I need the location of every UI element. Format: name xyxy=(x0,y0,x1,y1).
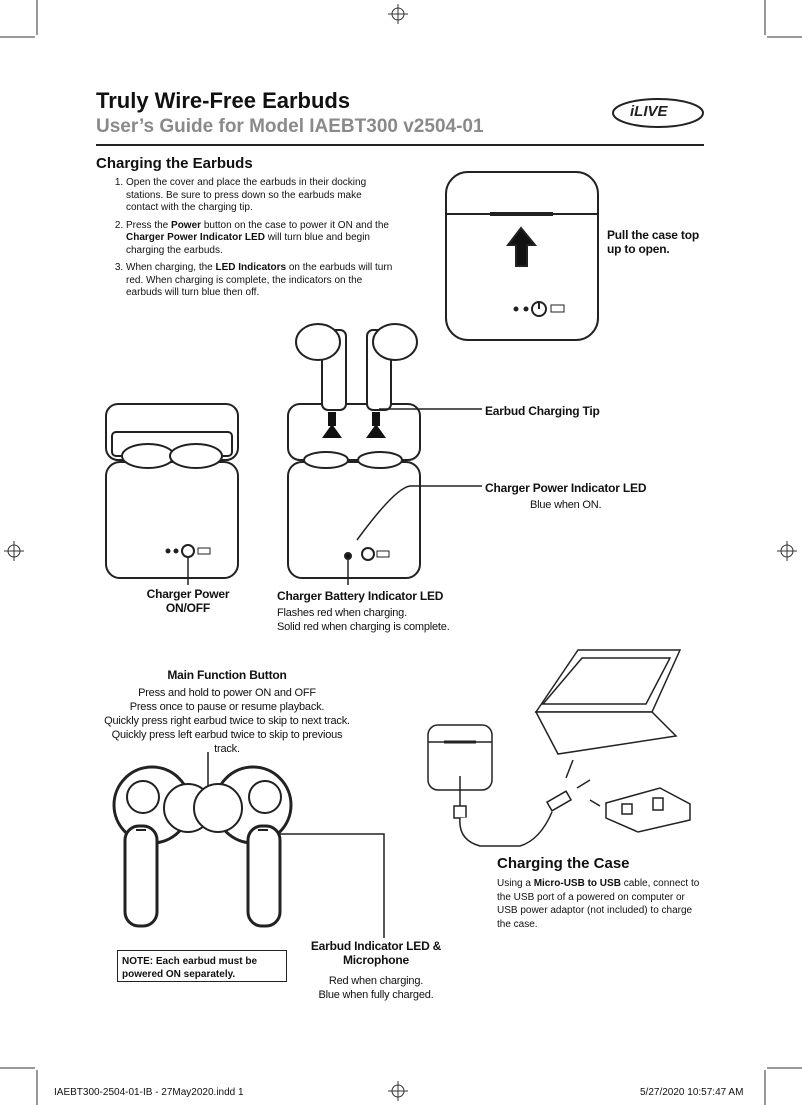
step-emphasis: LED Indicators xyxy=(215,262,287,273)
callout-earbud-led-line1: Earbud Indicator LED & xyxy=(310,939,442,953)
callout-power-led-title: Charger Power Indicator LED xyxy=(485,481,647,495)
step-emphasis: Charger Power Indicator LED xyxy=(126,232,265,243)
main-button-line: Quickly press left earbud twice to skip … xyxy=(111,729,343,755)
step-item: Press the Power button on the case to po… xyxy=(126,220,394,258)
page-subtitle: User’s Guide for Model IAEBT300 v2504-01 xyxy=(96,116,484,137)
callout-earbud-led-line2: Microphone xyxy=(343,953,409,967)
registration-mark-bottom xyxy=(388,1081,408,1101)
note-box: NOTE: Each earbud must be powered ON sep… xyxy=(117,950,287,982)
charging-steps: Open the cover and place the earbuds in … xyxy=(108,177,394,305)
step-text: When charging, the xyxy=(126,262,216,273)
step-emphasis: Power xyxy=(171,219,202,231)
callout-battery-led-desc-2: Solid red when charging is complete. xyxy=(277,621,450,633)
charging-case-text-1: Using a xyxy=(497,878,534,889)
callout-charging-tip: Earbud Charging Tip xyxy=(485,404,600,418)
charging-case-cable-name: Micro-USB to USB xyxy=(533,878,621,889)
ilive-logo xyxy=(612,98,704,128)
page-title: Truly Wire-Free Earbuds xyxy=(96,88,351,113)
step-text: on the earbuds will turn red. When charg… xyxy=(126,262,393,298)
callout-power-led-desc: Blue when ON. xyxy=(530,499,602,511)
registration-mark-left xyxy=(4,541,24,561)
registration-mark-right xyxy=(777,541,797,561)
footer-date: 5/27/2020 10:57:47 AM xyxy=(640,1087,744,1098)
charging-case-text: Using a Micro-USB to USB cable, connect … xyxy=(497,877,702,931)
section-heading-charging-earbuds: Charging the Earbuds xyxy=(96,155,253,172)
footer-file-name: IAEBT300-2504-01-IB - 27May2020.indd 1 xyxy=(54,1087,244,1098)
callout-power-onoff-line2: ON/OFF xyxy=(165,601,211,615)
logo-text: iLIVE xyxy=(630,103,668,120)
earbuds-illustration xyxy=(112,765,293,928)
callout-battery-led-title: Charger Battery Indicator LED xyxy=(277,589,444,603)
open-case-middle-illustration xyxy=(287,323,421,579)
charging-case-text-2: cable, connect to the USB port of a powe… xyxy=(497,878,700,930)
earbud-led-desc-1: Red when charging. xyxy=(328,975,424,987)
callout-power-onoff-line1: Charger Power xyxy=(146,587,230,601)
step-text: will turn blue and begin charging the ea… xyxy=(126,232,370,256)
callout-power-onoff: Charger Power ON/OFF xyxy=(130,587,246,615)
open-case-left-illustration xyxy=(105,403,239,585)
callout-battery-led-desc-1: Flashes red when charging. xyxy=(277,607,407,619)
section-heading-charging-case: Charging the Case xyxy=(497,855,630,872)
callout-earbud-led: Earbud Indicator LED & Microphone xyxy=(306,939,446,967)
registration-mark-top xyxy=(388,4,408,24)
callout-open-case: Pull the case top up to open. xyxy=(607,228,699,256)
main-button-line: Press once to pause or resume playback. xyxy=(129,701,325,713)
callout-main-button-title: Main Function Button xyxy=(167,668,287,682)
step-item: Open the cover and place the earbuds in … xyxy=(126,177,394,215)
charging-setup-illustration xyxy=(427,649,691,847)
step-text: button on the case to power it ON and th… xyxy=(201,219,389,231)
main-button-line: Quickly press right earbud twice to skip… xyxy=(104,715,350,727)
steps-list: Open the cover and place the earbuds in … xyxy=(108,177,394,300)
main-button-line: Press and hold to power ON and OFF xyxy=(138,687,316,699)
header-rule xyxy=(96,144,704,146)
closed-case-illustration xyxy=(445,171,599,341)
callout-main-button-lines: Press and hold to power ON and OFF Press… xyxy=(98,686,356,756)
step-item: When charging, the LED Indicators on the… xyxy=(126,262,394,300)
step-text: Press the xyxy=(126,219,172,231)
earbud-led-desc-2: Blue when fully charged. xyxy=(318,989,434,1001)
step-text: Open the cover and place the earbuds in … xyxy=(126,177,367,213)
callout-earbud-led-desc: Red when charging. Blue when fully charg… xyxy=(306,974,446,1002)
